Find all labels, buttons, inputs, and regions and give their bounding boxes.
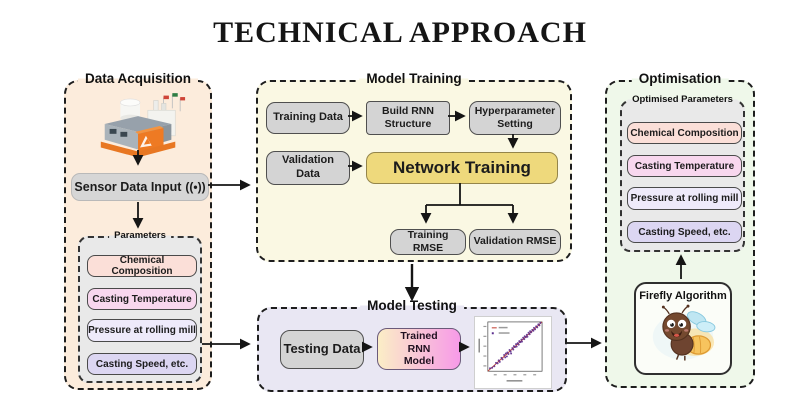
- legend-line-1-smudge: [498, 326, 508, 329]
- training-rmse-box: Training RMSE: [390, 229, 466, 255]
- parity-plot-thumbnail: [474, 316, 552, 389]
- firefly-algorithm-label: Firefly Algorithm: [639, 290, 727, 302]
- param-casting-temperature: Casting Temperature: [87, 288, 197, 310]
- optimised-parameters-box: Optimised Parameters Chemical Compositio…: [620, 94, 745, 252]
- firefly-algorithm-box: Firefly Algorithm: [634, 282, 732, 375]
- y-axis-label-smudge: [478, 338, 480, 353]
- model-testing-section: Model Testing Testing Data Trained RNN M…: [257, 298, 567, 392]
- scatter-points: [489, 321, 542, 370]
- optimisation-section: Optimisation Optimised Parameters Chemic…: [605, 71, 755, 388]
- parameters-label: Parameters: [109, 230, 171, 241]
- legend-line-2-smudge: [498, 332, 510, 334]
- validation-data-box: Validation Data: [266, 151, 350, 185]
- network-training-box: Network Training: [366, 152, 558, 184]
- param-chemical-composition: Chemical Composition: [87, 255, 197, 277]
- model-training-section: Model Training Training Data Build RNN S…: [256, 71, 572, 262]
- optimisation-label: Optimisation: [631, 71, 729, 86]
- opt-param-pressure-rolling-mill: Pressure at rolling mill: [627, 187, 742, 210]
- hyperparameter-setting-box: Hyperparameter Setting: [469, 101, 561, 135]
- model-training-label: Model Training: [359, 71, 469, 86]
- optimised-parameters-label: Optimised Parameters: [627, 94, 738, 105]
- build-rnn-structure-box: Build RNN Structure: [366, 101, 450, 135]
- param-pressure-rolling-mill: Pressure at rolling mill: [87, 319, 197, 342]
- page-title: TECHNICAL APPROACH: [213, 16, 587, 49]
- x-axis-label-smudge: [506, 380, 523, 382]
- opt-param-chemical-composition: Chemical Composition: [627, 122, 742, 144]
- sensor-data-input-box: Sensor Data Input ((•)): [71, 173, 209, 201]
- opt-param-casting-speed: Casting Speed, etc.: [627, 221, 742, 243]
- parameters-box: Parameters Chemical Composition Casting …: [78, 230, 202, 383]
- validation-rmse-box: Validation RMSE: [469, 229, 561, 255]
- trained-rnn-model-box: Trained RNN Model: [377, 328, 461, 370]
- firefly-mascot-icon: [652, 304, 716, 361]
- param-casting-speed: Casting Speed, etc.: [87, 353, 197, 375]
- factory-icon: [91, 90, 189, 160]
- factory-icon-svg: [100, 93, 186, 158]
- broadcast-icon: ((•)): [185, 180, 206, 194]
- testing-data-box: Testing Data: [280, 330, 364, 369]
- data-acquisition-label: Data Acquisition: [77, 71, 199, 86]
- sensor-data-input-label: Sensor Data Input: [74, 180, 182, 194]
- parity-plot-svg: [475, 317, 549, 386]
- training-data-box: Training Data: [266, 102, 350, 134]
- data-acquisition-section: Data Acquisition: [64, 71, 212, 390]
- model-testing-label: Model Testing: [360, 298, 464, 313]
- opt-param-casting-temperature: Casting Temperature: [627, 155, 742, 177]
